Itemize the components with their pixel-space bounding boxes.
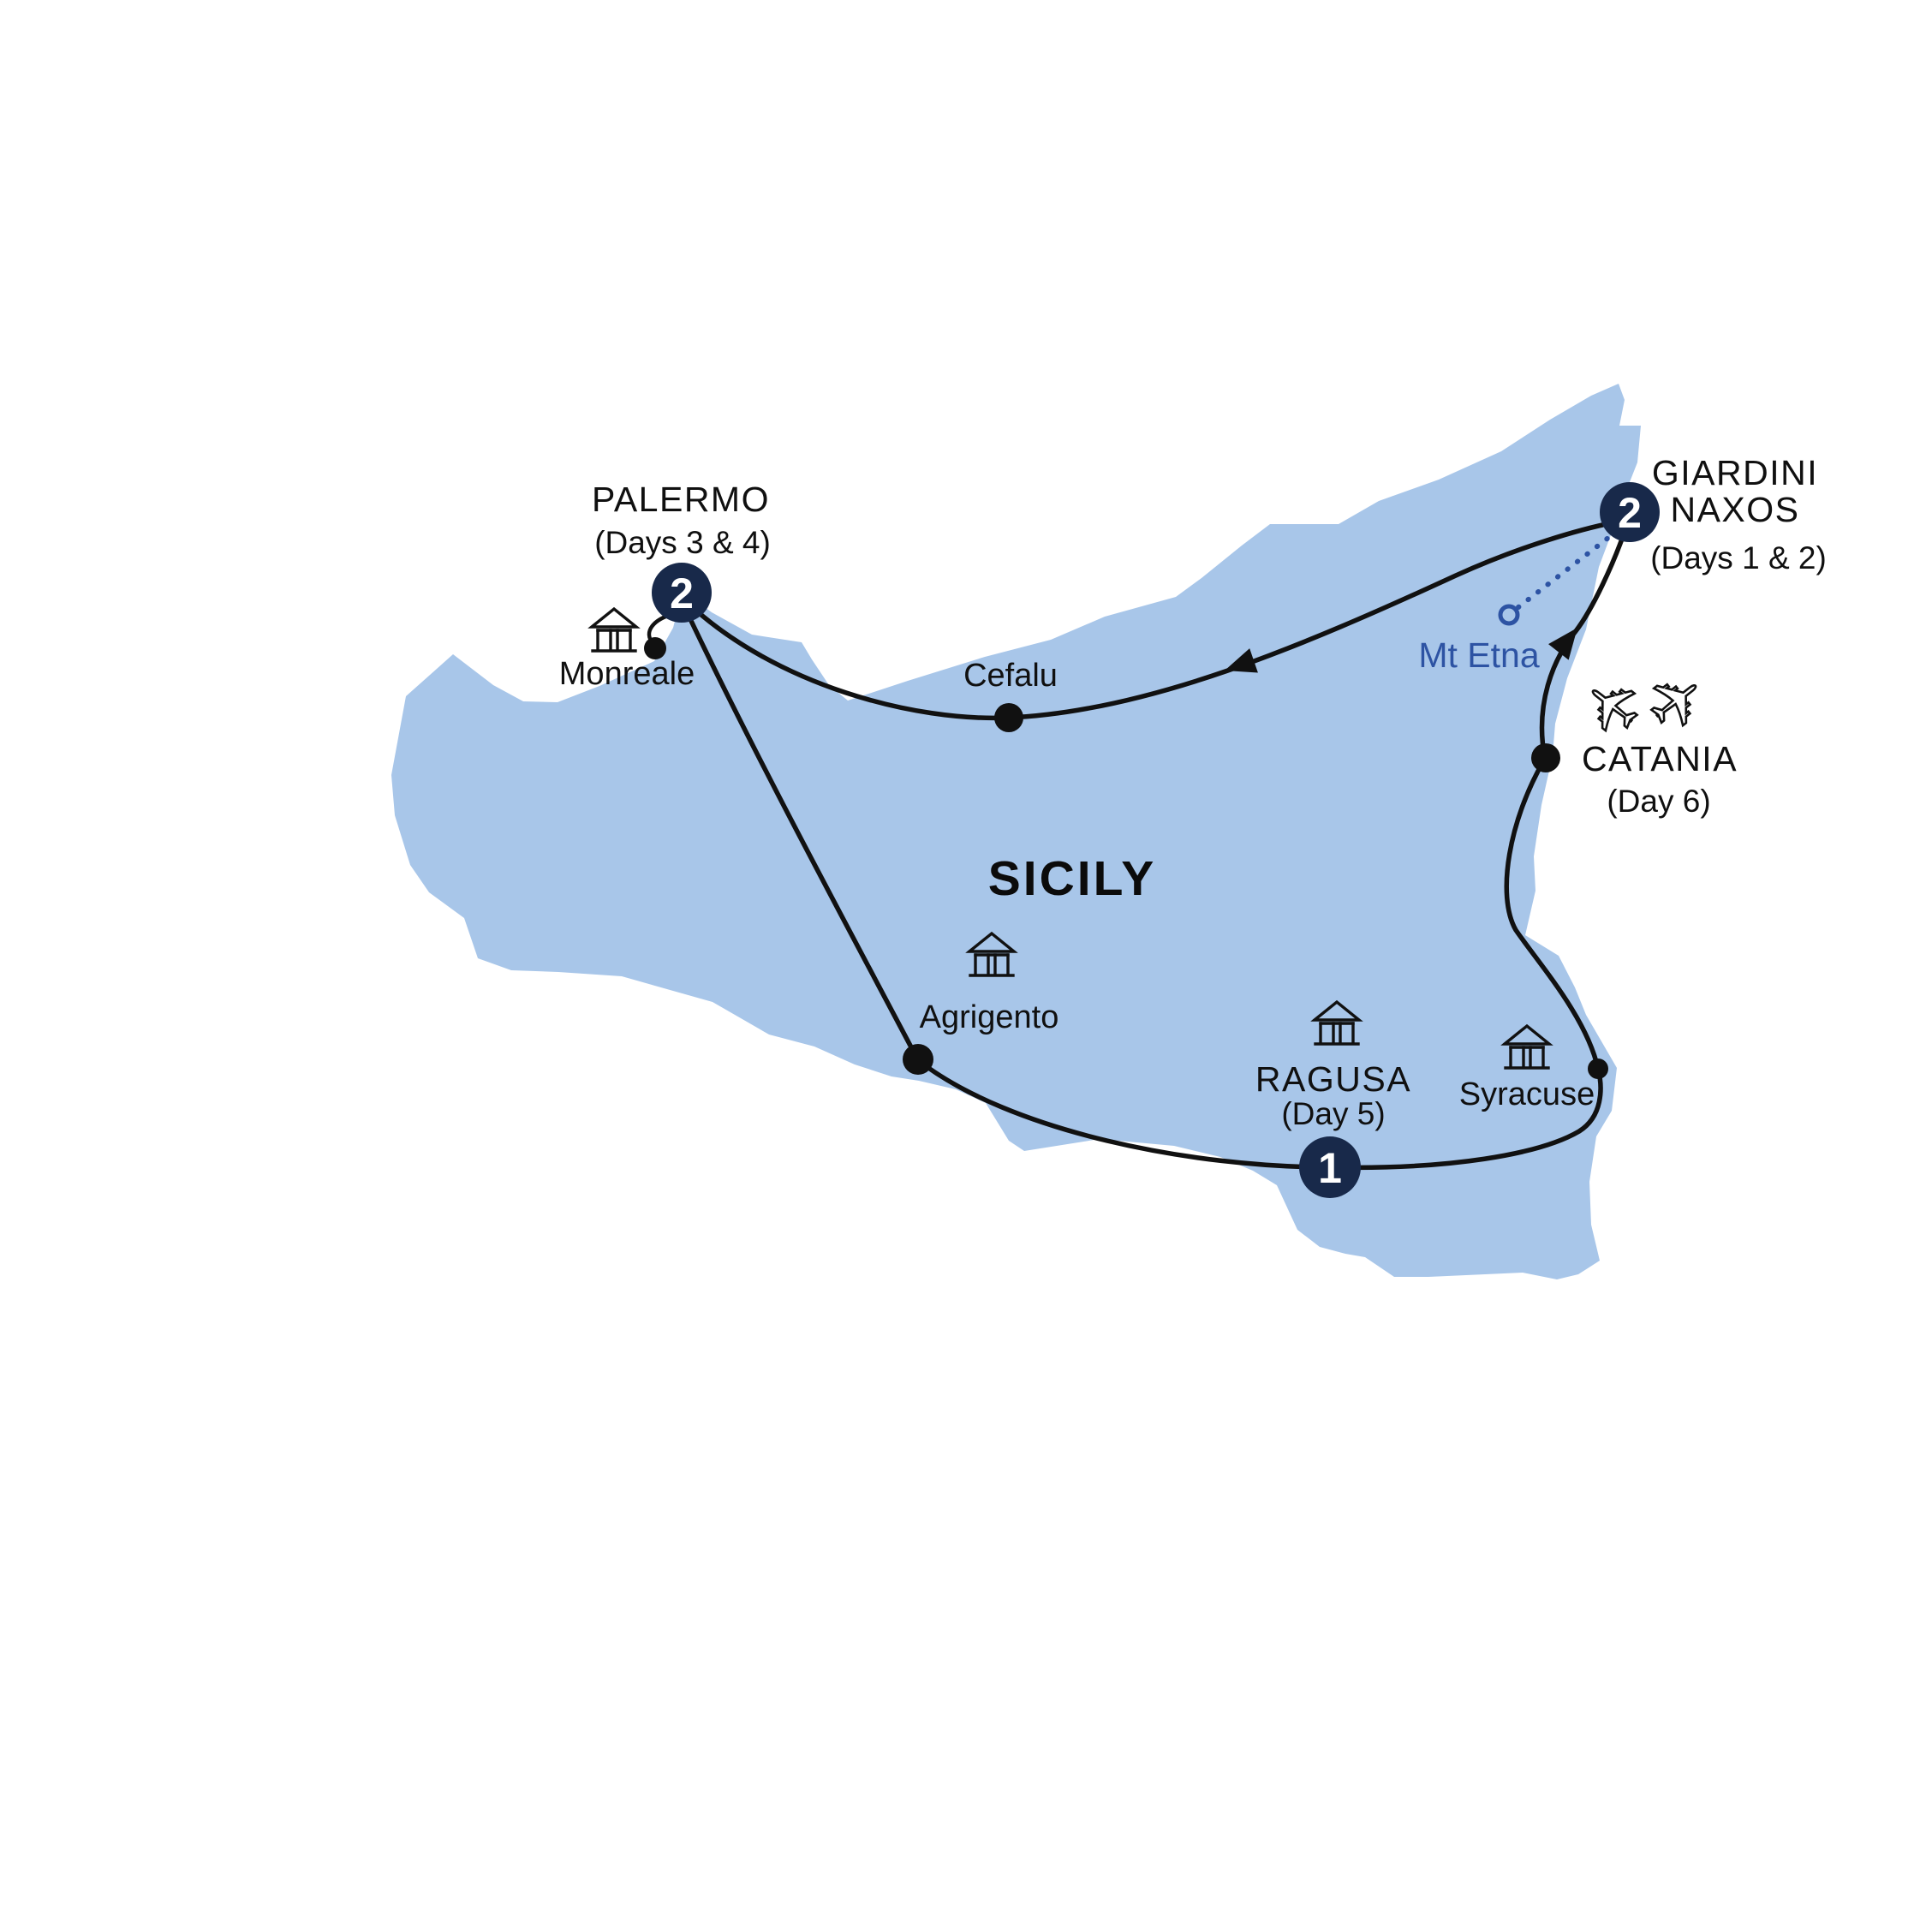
stop-circle-ragusa (1299, 1136, 1361, 1198)
label-mt-etna: Mt Etna (1418, 635, 1539, 675)
landmark-icon-syracuse (1500, 1023, 1553, 1070)
stop-circle-palermo (652, 563, 712, 623)
label-giardini-naxos-days: (Days 1 & 2) (1650, 540, 1827, 575)
arrow-west-icon (1225, 648, 1258, 673)
landmark-icon-ragusa (1310, 999, 1363, 1046)
label-ragusa-days: (Day 5) (1281, 1096, 1385, 1131)
stop-nights-ragusa: 1 (1318, 1144, 1342, 1192)
mt-etna-marker (1498, 604, 1520, 626)
label-catania: CATANIA (1582, 739, 1738, 778)
airplane-icon-right: ✈ (1630, 653, 1724, 751)
label-catania-days: (Day 6) (1607, 784, 1710, 819)
stop-nights-giardini-naxos: 2 (1618, 489, 1642, 537)
route-palermo-to-agrigento (682, 605, 921, 1062)
city-dot-syracuse (1588, 1058, 1608, 1079)
svg-text:✈: ✈ (1631, 654, 1723, 749)
arrow-northeast-icon (1548, 628, 1577, 660)
city-dot-catania (1531, 743, 1560, 772)
city-dot-cefalu (994, 703, 1023, 732)
label-monreale: Monreale (559, 656, 695, 692)
label-agrigento: Agrigento (920, 999, 1059, 1035)
label-giardini-naxos-line2: NAXOS (1670, 490, 1799, 529)
stop-nights-palermo: 2 (670, 569, 694, 617)
label-cefalu: Cefalu (963, 658, 1058, 694)
label-syracuse: Syracuse (1459, 1076, 1595, 1112)
landmark-icon-monreale (587, 606, 641, 653)
sicily-island-shape (391, 384, 1641, 1279)
route-agrigento-to-giardini (916, 531, 1627, 1171)
landmark-icon-agrigento (965, 931, 1018, 977)
label-palermo-days: (Days 3 & 4) (594, 525, 771, 560)
city-dot-agrigento (903, 1044, 933, 1075)
label-sicily-region: SICILY (988, 851, 1156, 906)
stop-circle-giardini-naxos (1600, 482, 1660, 542)
label-ragusa: RAGUSA (1255, 1059, 1411, 1099)
label-giardini-naxos-line1: GIARDINI (1652, 453, 1818, 492)
route-giardini-to-palermo (685, 520, 1615, 721)
city-dot-monreale (644, 637, 666, 659)
label-palermo: PALERMO (592, 480, 770, 519)
